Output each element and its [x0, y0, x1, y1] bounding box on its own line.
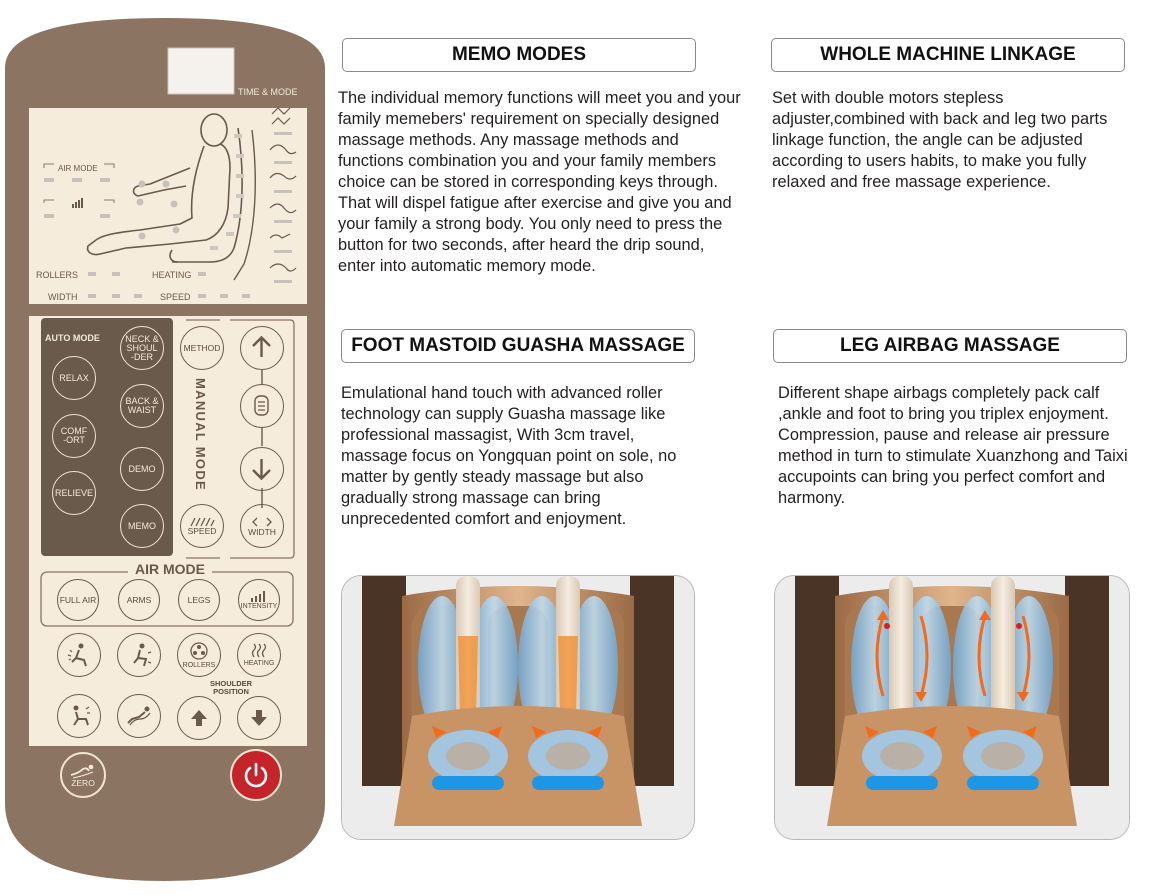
method-button[interactable]: METHOD: [180, 326, 224, 370]
relieve-button[interactable]: RELIEVE: [52, 471, 96, 515]
relieve-label: RELIEVE: [54, 487, 94, 498]
section-title-memo-modes: MEMO MODES: [342, 38, 696, 72]
memo-button[interactable]: MEMO: [120, 504, 164, 548]
section-body-foot-guasha: Emulational hand touch with advanced rol…: [341, 384, 677, 528]
recline-forward-icon: [73, 705, 90, 726]
width-icon: [252, 517, 272, 526]
arrow-down-icon: [252, 459, 271, 481]
roller-position-icon: [254, 395, 269, 416]
heating-button[interactable]: HEATING: [237, 633, 281, 677]
section-title-leg-airbag: LEG AIRBAG MASSAGE: [773, 329, 1127, 363]
legs-button[interactable]: LEGS: [178, 579, 220, 621]
section-title-machine-linkage: WHOLE MACHINE LINKAGE: [771, 38, 1125, 72]
shoulder-down-button[interactable]: [237, 696, 281, 740]
rollers-button[interactable]: ROLLERS: [177, 633, 221, 677]
shoulder-up-button[interactable]: [177, 696, 221, 740]
recline-back-icon: [67, 643, 87, 667]
arrow-down-filled-icon: [251, 710, 267, 726]
svg-text:MANUAL MODE: MANUAL MODE: [193, 378, 208, 491]
recline-leg-button[interactable]: [117, 633, 161, 677]
recline-flat-icon: [127, 706, 151, 726]
rollers-label: ROLLERS: [182, 661, 216, 669]
section-body-leg-airbag: Different shape airbags completely pack …: [778, 384, 1128, 507]
demo-button[interactable]: DEMO: [120, 447, 164, 491]
air-mode-title: AIR MODE: [135, 561, 205, 577]
rollers-indicator-label: ROLLERS: [36, 270, 79, 280]
recline-flat-button[interactable]: [117, 694, 161, 738]
arrow-up-icon: [252, 335, 271, 357]
foot-massage-illustration: [341, 575, 695, 840]
speed-button[interactable]: SPEED: [180, 504, 224, 548]
shoulder-position-label-1: SHOULDER: [209, 679, 253, 688]
intensity-icon: [251, 590, 265, 602]
neck-shoulder-button[interactable]: NECK & SHOUL -DER: [120, 326, 164, 370]
air-mode-indicator-label: AIR MODE: [58, 164, 98, 173]
width-label: WIDTH: [248, 526, 276, 537]
recline-back-button[interactable]: [57, 633, 101, 677]
relax-button[interactable]: RELAX: [52, 356, 96, 400]
speed-label: SPEED: [187, 525, 217, 536]
power-icon: [244, 762, 268, 788]
section-body-machine-linkage: Set with double motors stepless adjuster…: [772, 89, 1108, 191]
back-waist-button[interactable]: BACK & WAIST: [120, 384, 164, 428]
full-air-label: FULL AIR: [59, 594, 97, 605]
neck-shoulder-label-3: -DER: [131, 351, 153, 362]
auto-mode-title: AUTO MODE: [45, 333, 100, 343]
section-body-memo-modes: The individual memory functions will mee…: [338, 89, 741, 275]
recline-forward-button[interactable]: [57, 694, 101, 738]
comfort-button[interactable]: COMF -ORT: [52, 414, 96, 458]
manual-position-button[interactable]: [240, 384, 284, 428]
width-indicator-label: WIDTH: [48, 292, 78, 302]
method-label: METHOD: [183, 342, 221, 353]
intensity-label: INTENSITY: [240, 602, 278, 610]
comfort-label-2: -ORT: [63, 435, 85, 445]
leg-airbag-illustration: [774, 575, 1130, 840]
remote-controller: TIME & MODE AIR MODE ROLLERS HEATING WID…: [0, 18, 330, 881]
manual-mode-title: MANUAL MODE: [193, 378, 208, 491]
foot-massage-image: [342, 576, 694, 839]
full-air-button[interactable]: FULL AIR: [57, 579, 99, 621]
memo-label: MEMO: [128, 520, 156, 531]
heating-label: HEATING: [243, 659, 275, 667]
heating-icon: [251, 643, 267, 657]
heating-indicator-label: HEATING: [152, 270, 192, 280]
zero-gravity-icon: [70, 764, 94, 778]
zero-gravity-button[interactable]: ZERO: [60, 752, 106, 798]
comfort-label-1: COMF: [60, 426, 88, 436]
back-waist-label-2: WAIST: [127, 405, 157, 415]
manual-up-button[interactable]: [240, 326, 284, 370]
shoulder-position-label: SHOULDER POSITION: [192, 680, 270, 696]
back-waist-label-1: BACK &: [125, 396, 159, 406]
arms-button[interactable]: ARMS: [118, 579, 160, 621]
speed-indicator-label: SPEED: [160, 292, 191, 302]
arms-label: ARMS: [126, 594, 152, 605]
manual-down-button[interactable]: [240, 447, 284, 491]
relax-label: RELAX: [59, 372, 89, 383]
zero-label: ZERO: [71, 777, 95, 788]
rollers-icon: [190, 641, 208, 660]
legs-label: LEGS: [187, 594, 211, 605]
section-title-foot-guasha: FOOT MASTOID GUASHA MASSAGE: [341, 329, 695, 363]
recline-leg-icon: [133, 643, 152, 667]
arrow-up-filled-icon: [191, 710, 207, 726]
speed-icon: [190, 517, 215, 526]
power-button[interactable]: [230, 749, 282, 801]
demo-label: DEMO: [128, 463, 156, 474]
width-button[interactable]: WIDTH: [240, 504, 284, 548]
intensity-button[interactable]: INTENSITY: [238, 579, 280, 621]
shoulder-position-label-2: POSITION: [213, 687, 249, 696]
time-mode-label: TIME & MODE: [238, 87, 298, 97]
leg-airbag-image: [775, 576, 1129, 839]
neck-shoulder-label-2: SHOUL: [126, 342, 158, 353]
neck-shoulder-label-1: NECK &: [125, 333, 159, 344]
